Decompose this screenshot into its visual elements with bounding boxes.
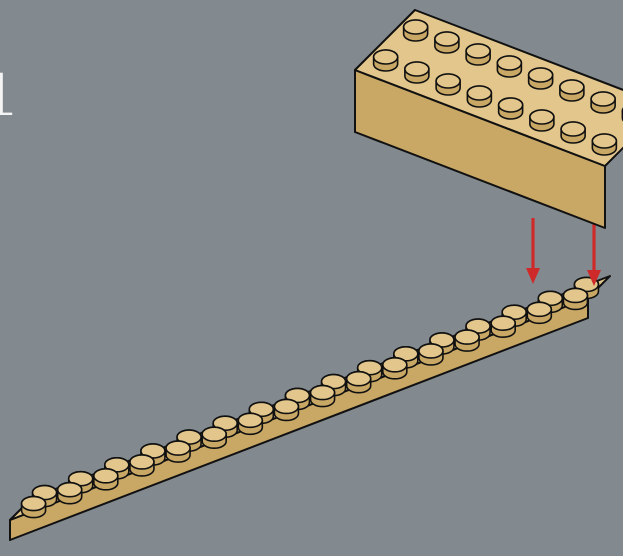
arrow-down-icon (587, 218, 601, 286)
stud (20, 495, 47, 519)
stud (454, 329, 480, 352)
stud (273, 398, 300, 422)
stud (496, 55, 523, 78)
stud (201, 426, 227, 449)
stud (93, 468, 119, 491)
stud (237, 412, 264, 436)
stud (559, 79, 585, 102)
stud (56, 481, 83, 505)
stud (372, 49, 399, 72)
stud (309, 384, 336, 408)
stud (529, 109, 555, 132)
stud (466, 85, 493, 108)
placement-arrows (526, 218, 601, 286)
arrow-down-icon (526, 218, 540, 284)
stud (345, 370, 372, 394)
stud (418, 343, 444, 366)
brick-2x8 (354, 9, 623, 229)
stud (382, 357, 408, 380)
stud (404, 61, 430, 84)
stud (497, 97, 524, 120)
stud (560, 121, 586, 144)
stud (590, 91, 616, 114)
plate-2x16 (9, 275, 611, 541)
stud (490, 315, 516, 338)
stud (165, 440, 191, 463)
step-number: 1 (0, 61, 19, 129)
stud (129, 454, 155, 477)
stud (434, 31, 460, 54)
stud (465, 43, 491, 66)
stud (435, 73, 461, 96)
stud (591, 133, 618, 156)
stud (527, 67, 554, 90)
stud (562, 287, 589, 311)
stud (526, 301, 553, 325)
stud (402, 19, 429, 42)
